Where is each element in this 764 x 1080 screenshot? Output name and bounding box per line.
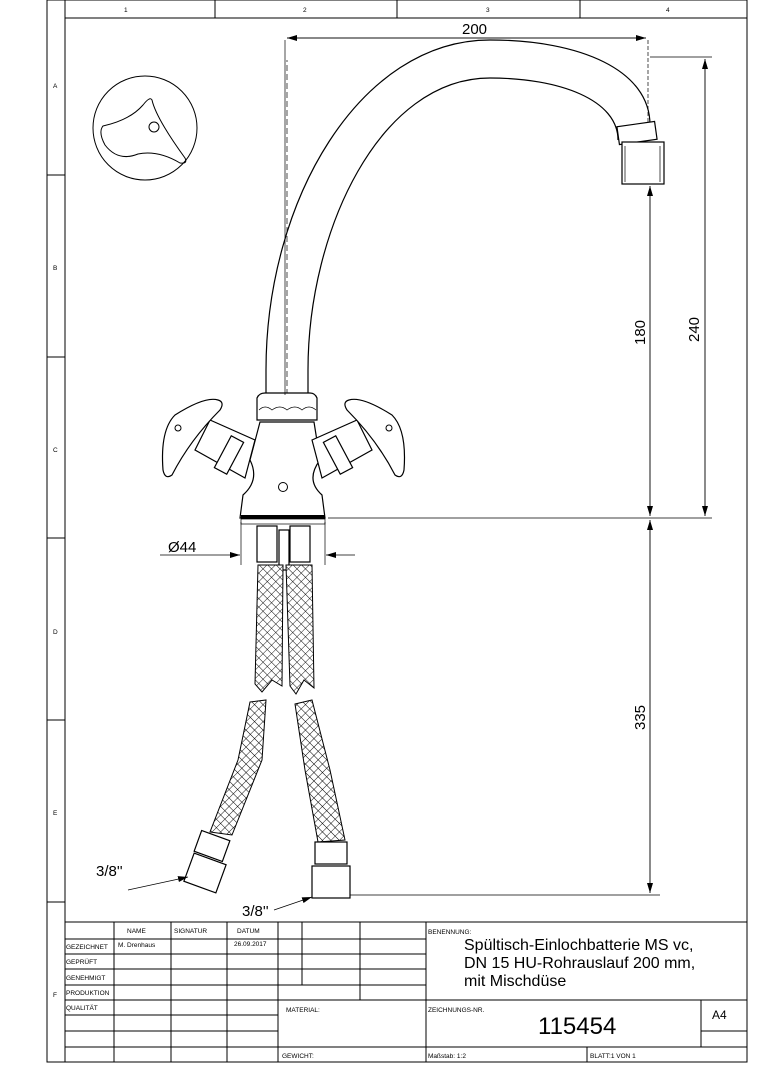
faucet-body	[161, 392, 406, 525]
header-date: DATUM	[237, 928, 260, 935]
hoses	[183, 525, 351, 899]
row-label: D	[53, 629, 58, 636]
column-label: 3	[486, 7, 490, 14]
dimension-reach: 200	[462, 21, 487, 38]
weight-label: GEWICHT:	[282, 1053, 314, 1060]
drawing-number-label: ZEICHNUNGS-NR.	[428, 1007, 485, 1014]
row-label-approved: GENEHMIGT	[66, 975, 105, 982]
row-label: F	[53, 992, 57, 999]
drawn-date: 26.09.2017	[234, 941, 267, 948]
row-label-checked: GEPRÜFT	[66, 958, 97, 966]
row-label: C	[53, 447, 58, 454]
sheet-number: BLATT:1 VON 1	[590, 1053, 636, 1060]
column-label: 2	[303, 7, 307, 14]
header-signature: SIGNATUR	[174, 928, 207, 935]
dimensions: 200 180 240 335 Ø44 3/8'' 3/8''	[96, 21, 712, 920]
dimension-hose-length: 335	[632, 705, 649, 730]
row-label: A	[53, 83, 58, 90]
drawing-number: 115454	[538, 1013, 616, 1040]
column-label: 1	[124, 7, 128, 14]
header-name: NAME	[127, 928, 146, 935]
designation-line-3: mit Mischdüse	[464, 973, 566, 990]
scale: Maßstab: 1:2	[428, 1053, 466, 1060]
designation-line-1: Spültisch-Einlochbatterie MS vc,	[464, 937, 693, 954]
thread-label-right: 3/8''	[242, 903, 269, 920]
designation-label: BENENNUNG:	[428, 929, 472, 936]
paper-format: A4	[712, 1008, 727, 1022]
row-label-quality: QUALITÄT	[66, 1004, 98, 1012]
spout	[265, 39, 665, 395]
row-label-drawn: GEZEICHNET	[66, 944, 108, 951]
row-label-production: PRODUKTION	[66, 990, 110, 997]
column-label: 4	[666, 7, 670, 14]
material-label: MATERIAL:	[286, 1007, 320, 1014]
thread-label-left: 3/8''	[96, 863, 123, 880]
handle-top-view	[92, 75, 198, 181]
designation-line-2: DN 15 HU-Rohrauslauf 200 mm,	[464, 955, 695, 972]
drawn-by: M. Drenhaus	[118, 942, 156, 949]
dimension-total-height: 240	[686, 317, 703, 342]
row-label: B	[53, 265, 57, 272]
row-label: E	[53, 810, 58, 817]
dimension-diameter: Ø44	[168, 539, 196, 556]
title-block: NAME SIGNATUR DATUM GEZEICHNET GEPRÜFT G…	[64, 921, 748, 1063]
dimension-spout-height: 180	[632, 320, 649, 345]
